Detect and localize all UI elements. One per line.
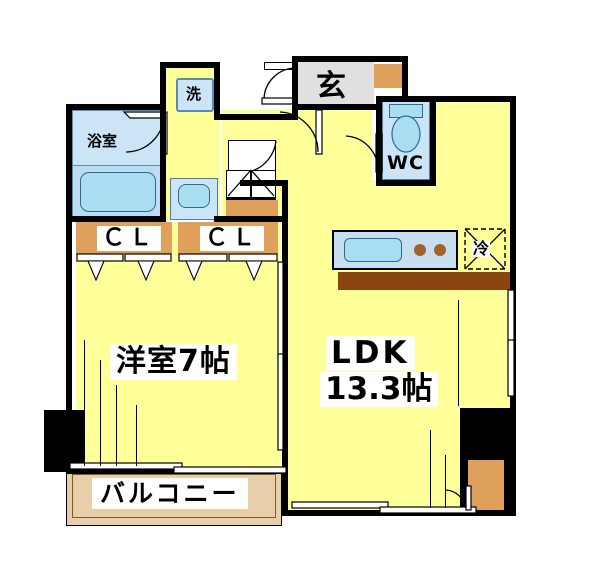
ldk-upper-floor — [430, 100, 510, 190]
wall-genkan-left — [292, 56, 298, 120]
bedroom-label: 洋室7帖 — [110, 344, 237, 380]
wall-sanitary-right — [214, 62, 220, 120]
toilet-label: WC — [387, 152, 424, 174]
closet-right-label: ＣＬ — [200, 226, 264, 251]
ldk-corner-storage — [468, 460, 504, 510]
vanity-doors-icon[interactable] — [228, 139, 280, 181]
balcony-label: バルコニー — [92, 478, 248, 509]
ldk-right-window[interactable] — [506, 289, 520, 400]
entrance-label: 玄 — [316, 69, 346, 104]
bathtub-fixture — [80, 172, 156, 212]
entrance-floor — [296, 62, 374, 110]
bedroom-floor-line-1 — [84, 340, 85, 466]
hallway-door-icon[interactable] — [279, 109, 338, 162]
stove-burner-left — [414, 244, 426, 256]
toilet-fixture — [391, 115, 421, 153]
bedroom-floor-line-4 — [136, 405, 137, 466]
wall-top-sanitary-cap — [160, 62, 220, 68]
ldk-label: LDK — [326, 336, 415, 371]
bedroom-floor-line-3 — [116, 385, 117, 466]
refrigerator-label: 冷 — [472, 239, 491, 258]
wall-bath-right — [160, 104, 166, 222]
wall-bath-left — [66, 104, 72, 222]
closet-left-doors-icon[interactable] — [76, 253, 176, 284]
wall-wc-left — [376, 96, 382, 186]
ldk-floor-line-3 — [458, 300, 459, 406]
wall-bath-bottom — [66, 216, 166, 222]
bedroom-sliding-door[interactable] — [69, 461, 290, 475]
wall-wc-right — [430, 96, 436, 186]
wall-ldk-top — [240, 180, 288, 186]
wall-bath-top — [66, 104, 166, 110]
washing-machine-space — [176, 78, 214, 112]
bathroom-door-icon[interactable] — [122, 111, 184, 162]
vanity-door-sill — [226, 197, 276, 200]
bedroom-partition-marks — [277, 261, 284, 451]
wall-wc-bottom — [376, 180, 436, 186]
ldk-sliding-window[interactable] — [291, 501, 477, 516]
wall-top-sanitary — [160, 62, 166, 114]
wall-left-outer — [66, 216, 72, 474]
kitchen-sink-fixture — [344, 238, 402, 262]
wall-genkan-right — [402, 56, 408, 102]
wall-genkan-top — [292, 56, 408, 62]
wall-ldk-divider — [282, 180, 288, 516]
washbasin-fixture — [178, 184, 210, 208]
wall-wc-top — [376, 96, 436, 102]
ldk-size-label: 13.3帖 — [320, 372, 438, 407]
ldk-corner-door-icon[interactable] — [445, 485, 482, 512]
stove-burner-right — [434, 244, 446, 256]
closet-left-label: ＣＬ — [97, 226, 161, 251]
balcony-inner-border — [72, 474, 276, 518]
shoe-cabinet — [374, 64, 404, 88]
closet-right-doors-icon[interactable] — [178, 253, 282, 284]
wall-upper-right-top — [430, 96, 516, 102]
vanity-mirror-cabinet — [228, 140, 276, 172]
laundry-label: 洗 — [186, 85, 202, 103]
column-bottom-left — [44, 410, 84, 472]
wall-genkan-bottom — [292, 104, 380, 110]
wall-corridor-top — [214, 114, 298, 120]
ldk-floor-line-1 — [430, 430, 431, 508]
kitchen-counter — [338, 272, 510, 290]
bathroom-label: 浴室 — [87, 132, 118, 150]
wall-hallway-bottom-left — [214, 216, 284, 222]
bedroom-floor-line-2 — [100, 360, 101, 466]
ldk-floor-line-2 — [445, 455, 446, 508]
